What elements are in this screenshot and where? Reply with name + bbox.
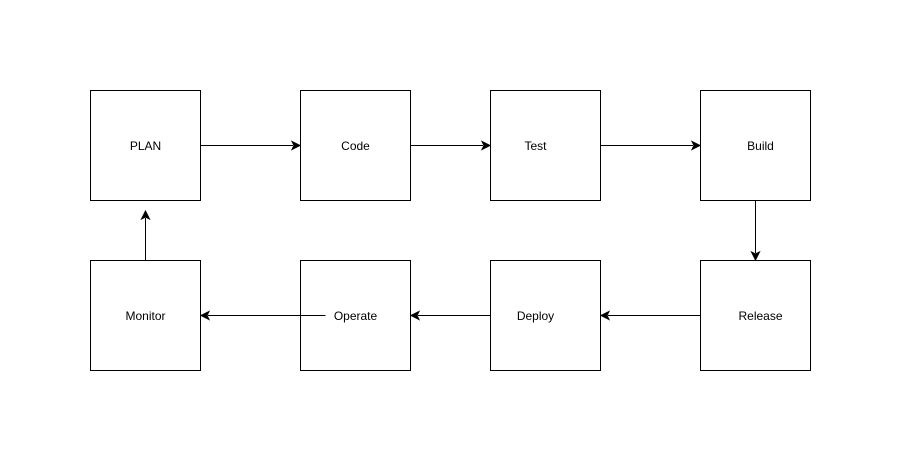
node-build[interactable]: Build bbox=[700, 90, 811, 201]
edge-monitor-to-plan bbox=[140, 209, 151, 260]
edge-build-to-release bbox=[750, 200, 761, 262]
node-label: Code bbox=[341, 139, 370, 153]
node-code[interactable]: Code bbox=[300, 90, 411, 201]
node-label: Test bbox=[524, 139, 547, 153]
node-label: Release bbox=[738, 309, 782, 323]
node-label: Deploy bbox=[517, 309, 554, 323]
node-label: Build bbox=[747, 139, 774, 153]
edge-release-to-deploy bbox=[599, 310, 700, 321]
node-label: PLAN bbox=[130, 139, 161, 153]
node-label: Operate bbox=[334, 309, 378, 323]
edge-test-to-build bbox=[600, 140, 702, 151]
node-test[interactable]: Test bbox=[490, 90, 601, 201]
node-monitor[interactable]: Monitor bbox=[90, 260, 201, 371]
edge-code-to-test bbox=[410, 140, 492, 151]
node-deploy[interactable]: Deploy bbox=[490, 260, 601, 371]
node-release[interactable]: Release bbox=[700, 260, 811, 371]
node-plan[interactable]: PLAN bbox=[90, 90, 201, 201]
node-label: Monitor bbox=[125, 309, 165, 323]
edge-plan-to-code bbox=[200, 140, 302, 151]
edge-deploy-to-operate bbox=[409, 310, 490, 321]
